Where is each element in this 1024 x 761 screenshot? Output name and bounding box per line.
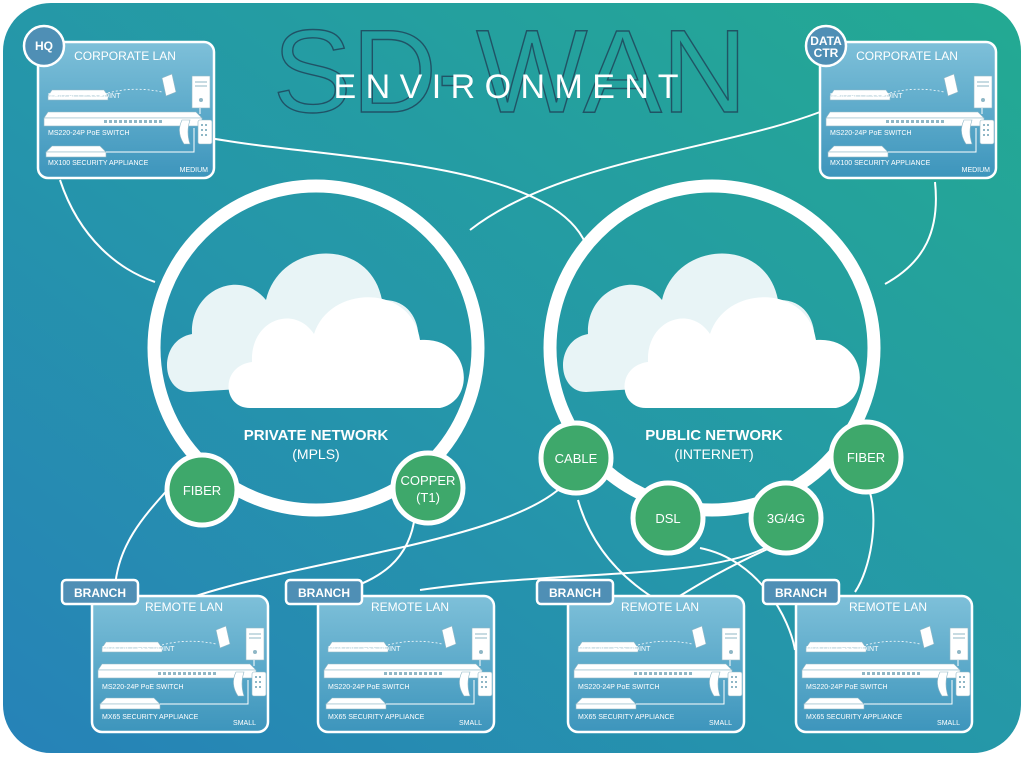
branch-3-size-label: SMALL xyxy=(709,720,732,727)
branch-2-switch-label: MS220-24P PoE SWITCH xyxy=(328,684,410,691)
branch-3-tag-badge xyxy=(535,578,615,606)
branch-site-card-3: REMOTE LAN MR42 ACCESS POINT MS220-24P P… xyxy=(535,578,746,734)
branch-site-card-2: REMOTE LAN MR42 ACCESS POINT MS220-24P P… xyxy=(284,578,496,734)
branch-2-title: REMOTE LAN xyxy=(371,600,449,614)
branch-3-title: REMOTE LAN xyxy=(621,600,699,614)
branch-1-appliance-label: MX65 SECURITY APPLIANCE xyxy=(102,714,199,721)
branch-2-tag-badge xyxy=(284,578,364,606)
title-large: SD-WAN xyxy=(273,6,747,138)
branch-1-title: REMOTE LAN xyxy=(145,600,223,614)
branch-1-tag: BRANCH xyxy=(74,586,126,600)
private-cloud-icon xyxy=(167,253,464,408)
hq-size-label: MEDIUM xyxy=(180,167,209,174)
fiber-private-bubble: FIBER xyxy=(164,452,240,528)
branch-4-title: REMOTE LAN xyxy=(849,600,927,614)
dc-tag-line2: CTR xyxy=(814,46,839,60)
branch-4-tag: BRANCH xyxy=(775,586,827,600)
cellular-bubble: 3G/4G xyxy=(748,480,824,556)
private-network-ring xyxy=(147,179,485,517)
branch-1-tag-badge xyxy=(60,578,140,606)
branch-3-ap-label: MR42 ACCESS POINT xyxy=(578,646,651,653)
branch-1-switch-label: MS220-24P PoE SWITCH xyxy=(102,684,184,691)
cable-bubble: CABLE xyxy=(538,420,614,496)
private-network-title: PRIVATE NETWORK xyxy=(244,427,389,444)
public-network-title: PUBLIC NETWORK xyxy=(645,427,783,444)
copper-label: COPPER xyxy=(401,473,456,488)
dc-site-title: CORPORATE LAN xyxy=(856,49,958,63)
hq-ap-label: MR42 ACCESS POINT xyxy=(48,93,121,100)
copper-t1-label: (T1) xyxy=(416,490,440,505)
public-cloud-icon xyxy=(563,253,860,408)
branch-4-ap-label: MR42 ACCESS POINT xyxy=(806,646,879,653)
hq-appliance-label: MX100 SECURITY APPLIANCE xyxy=(48,160,149,167)
branch-site-card-1: REMOTE LAN MR42 ACCESS POINT MS220-24P P… xyxy=(60,578,270,734)
branch-2-tag: BRANCH xyxy=(298,586,350,600)
fiber-private-label: FIBER xyxy=(183,483,221,498)
cable-label: CABLE xyxy=(555,451,598,466)
branch-1-size-label: SMALL xyxy=(233,720,256,727)
hq-switch-label: MS220-24P PoE SWITCH xyxy=(48,130,130,137)
dc-tag-line1: DATA xyxy=(810,34,842,48)
dc-size-label: MEDIUM xyxy=(962,167,991,174)
copper-bubble: COPPER (T1) xyxy=(390,450,466,526)
dsl-label: DSL xyxy=(655,511,680,526)
branch-4-appliance-label: MX65 SECURITY APPLIANCE xyxy=(806,714,903,721)
dc-appliance-label: MX100 SECURITY APPLIANCE xyxy=(830,160,931,167)
branch-3-switch-label: MS220-24P PoE SWITCH xyxy=(578,684,660,691)
cellular-label: 3G/4G xyxy=(767,511,805,526)
branch-3-tag: BRANCH xyxy=(549,586,601,600)
branch-2-size-label: SMALL xyxy=(459,720,482,727)
dc-switch-label: MS220-24P PoE SWITCH xyxy=(830,130,912,137)
hq-site-title: CORPORATE LAN xyxy=(74,49,176,63)
title-subtitle: E N V I R O N M E N T xyxy=(333,68,678,106)
dc-ap-label: MR42 ACCESS POINT xyxy=(830,93,903,100)
branch-site-card-4: REMOTE LAN MR42 ACCESS POINT MS220-24P P… xyxy=(761,578,974,734)
fiber-public-bubble: FIBER xyxy=(828,419,904,495)
branch-2-ap-label: MR42 ACCESS POINT xyxy=(328,646,401,653)
branch-4-switch-label: MS220-24P PoE SWITCH xyxy=(806,684,888,691)
fiber-public-label: FIBER xyxy=(847,450,885,465)
hq-tag-label: HQ xyxy=(35,39,53,53)
hq-tag-badge xyxy=(22,24,66,68)
branch-4-tag-badge xyxy=(761,578,841,606)
dc-tag-badge xyxy=(804,24,848,68)
public-network-ring xyxy=(543,179,881,517)
public-network-subtitle: (INTERNET) xyxy=(674,446,753,462)
dsl-bubble: DSL xyxy=(630,480,706,556)
datacenter-site-card: CORPORATE LAN MR42 ACCESS POINT MS220-24… xyxy=(804,24,998,180)
private-network-subtitle: (MPLS) xyxy=(292,446,339,462)
branch-1-ap-label: MR42 ACCESS POINT xyxy=(102,646,175,653)
branch-4-size-label: SMALL xyxy=(937,720,960,727)
branch-2-appliance-label: MX65 SECURITY APPLIANCE xyxy=(328,714,425,721)
branch-3-appliance-label: MX65 SECURITY APPLIANCE xyxy=(578,714,675,721)
hq-site-card: CORPORATE LAN MR42 ACCESS POINT MS220-24… xyxy=(22,24,216,180)
